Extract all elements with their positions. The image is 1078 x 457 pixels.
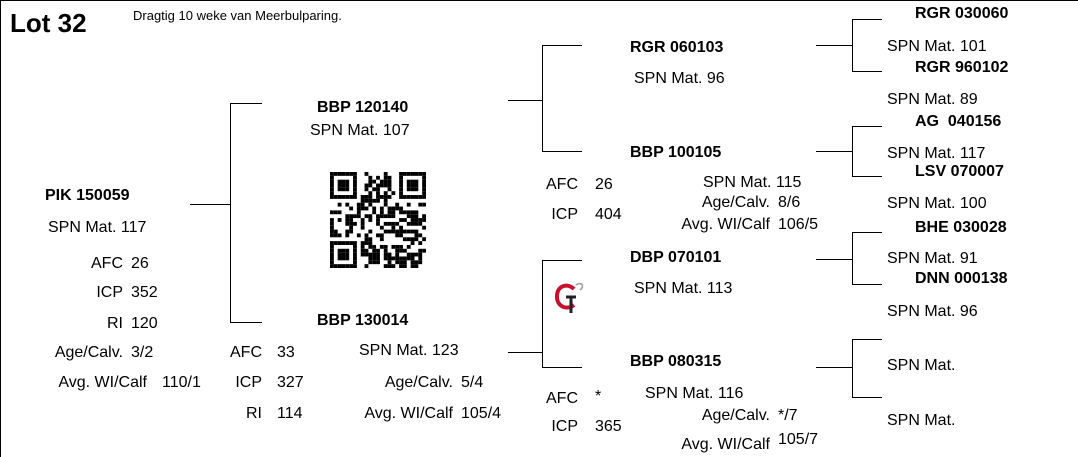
- subject-icp-label: ICP: [96, 284, 123, 301]
- bracket-3b-vertical: [852, 126, 853, 177]
- ss-connector: [816, 45, 852, 46]
- gen3-spn-2: SPN Mat. 89: [887, 91, 978, 108]
- qr-code-icon: [330, 172, 426, 268]
- bracket-1-bottom: [230, 322, 262, 323]
- ds-spn: SPN Mat. 113: [634, 280, 733, 297]
- dd-afc-value: *: [595, 388, 602, 405]
- dam-icp-label: ICP: [235, 374, 262, 391]
- bracket-3d-bottom: [852, 397, 882, 398]
- subject-age-value: 3/2: [131, 344, 154, 361]
- subject-name: PIK 150059: [45, 187, 130, 204]
- gen3-name-3: AG 040156: [915, 113, 1002, 130]
- subject-afc-value: 26: [131, 255, 149, 272]
- gen3-name-5: BHE 030028: [915, 219, 1007, 236]
- bracket-1-vertical: [230, 103, 231, 323]
- dd-connector: [816, 367, 852, 368]
- dam-afc-value: 33: [277, 344, 295, 361]
- gen3-spn-7: SPN Mat.: [887, 357, 956, 374]
- subject-ri-label: RI: [107, 315, 123, 332]
- gen3-name-1: RGR 030060: [915, 5, 1009, 22]
- sd-name: BBP 100105: [630, 144, 722, 161]
- dd-afc-label: AFC: [546, 390, 578, 407]
- gen3-name-6: DNN 000138: [915, 270, 1008, 287]
- dam-ri-label: RI: [246, 405, 262, 422]
- subject-connector: [190, 204, 230, 205]
- top-border: [0, 0, 1078, 1]
- sd-afc-value: 26: [595, 176, 613, 193]
- bracket-3a-bottom: [852, 71, 882, 72]
- subject-ri-value: 120: [131, 315, 158, 332]
- dam-afc-label: AFC: [230, 344, 262, 361]
- bracket-2b-top: [542, 260, 582, 261]
- sd-icp-value: 404: [595, 206, 622, 223]
- dd-wi-value: 105/7: [778, 431, 819, 448]
- lot-subtitle: Dragtig 10 weke van Meerbulparing.: [133, 8, 342, 23]
- bracket-2a-bottom: [542, 151, 582, 152]
- subject-icp-value: 352: [131, 284, 158, 301]
- bracket-3c-bottom: [852, 284, 882, 285]
- gen3-spn-5: SPN Mat. 91: [887, 250, 978, 267]
- gen3-name-2: RGR 960102: [915, 59, 1009, 76]
- bracket-3a-vertical: [852, 19, 853, 72]
- ds-name: DBP 070101: [630, 249, 722, 266]
- bracket-3d-vertical: [852, 339, 853, 398]
- left-border: [0, 0, 1, 457]
- bracket-1-top: [230, 103, 262, 104]
- gen3-spn-8: SPN Mat.: [887, 412, 956, 429]
- bracket-3b-bottom: [852, 176, 882, 177]
- sd-wi-label: Avg. WI/Calf: [681, 216, 770, 233]
- lot-title: Lot 32: [10, 8, 87, 38]
- ss-spn: SPN Mat. 96: [634, 70, 725, 87]
- dam-wi-label: Avg. WI/Calf: [364, 405, 453, 422]
- subject-age-label: Age/Calv.: [54, 344, 123, 361]
- dd-icp-label: ICP: [551, 418, 578, 435]
- sire-spn: SPN Mat. 107: [310, 122, 410, 139]
- ds-connector: [816, 259, 852, 260]
- dam-connector: [508, 352, 542, 353]
- bracket-2a-vertical: [542, 45, 543, 152]
- sire-name: BBP 120140: [317, 99, 409, 116]
- sd-age-label: Age/Calv.: [701, 194, 770, 211]
- dam-name: BBP 130014: [317, 312, 409, 329]
- bracket-2a-top: [542, 45, 582, 46]
- dd-name: BBP 080315: [630, 353, 722, 370]
- bracket-3c-top: [852, 232, 882, 233]
- dam-age-label: Age/Calv.: [384, 374, 453, 391]
- gen3-spn-4: SPN Mat. 100: [887, 195, 987, 212]
- dd-age-value: */7: [778, 407, 798, 424]
- dam-wi-value: 105/4: [461, 405, 502, 422]
- subject-wi-label: Avg. WI/Calf: [58, 374, 147, 391]
- dam-ri-value: 114: [277, 405, 303, 422]
- sd-spn: SPN Mat. 115: [703, 174, 802, 191]
- dam-icp-value: 327: [277, 374, 304, 391]
- gen3-spn-1: SPN Mat. 101: [887, 38, 987, 55]
- dd-age-label: Age/Calv.: [701, 407, 770, 424]
- sd-wi-value: 106/5: [778, 216, 819, 233]
- dam-spn: SPN Mat. 123: [359, 342, 459, 359]
- subject-spn: SPN Mat. 117: [48, 219, 147, 236]
- dd-wi-label: Avg. WI/Calf: [681, 436, 770, 453]
- gen3-spn-6: SPN Mat. 96: [887, 303, 978, 320]
- sire-connector: [508, 100, 542, 101]
- sd-connector: [816, 151, 852, 152]
- gt-logo-icon: [554, 282, 584, 313]
- sd-icp-label: ICP: [551, 206, 578, 223]
- bracket-2b-vertical: [542, 260, 543, 368]
- bracket-3b-top: [852, 126, 882, 127]
- dam-age-value: 5/4: [461, 374, 484, 391]
- subject-afc-label: AFC: [91, 255, 123, 272]
- bracket-2b-bottom: [542, 367, 582, 368]
- bracket-3d-top: [852, 339, 882, 340]
- dd-spn: SPN Mat. 116: [645, 385, 744, 402]
- subject-wi-value: 110/1: [162, 374, 201, 391]
- gen3-spn-3: SPN Mat. 117: [887, 145, 986, 162]
- sd-afc-label: AFC: [546, 176, 578, 193]
- bracket-3c-vertical: [852, 232, 853, 285]
- sd-age-value: 8/6: [778, 194, 801, 211]
- dd-icp-value: 365: [595, 418, 622, 435]
- gen3-name-4: LSV 070007: [915, 163, 1004, 180]
- ss-name: RGR 060103: [630, 39, 724, 56]
- bracket-3a-top: [852, 19, 882, 20]
